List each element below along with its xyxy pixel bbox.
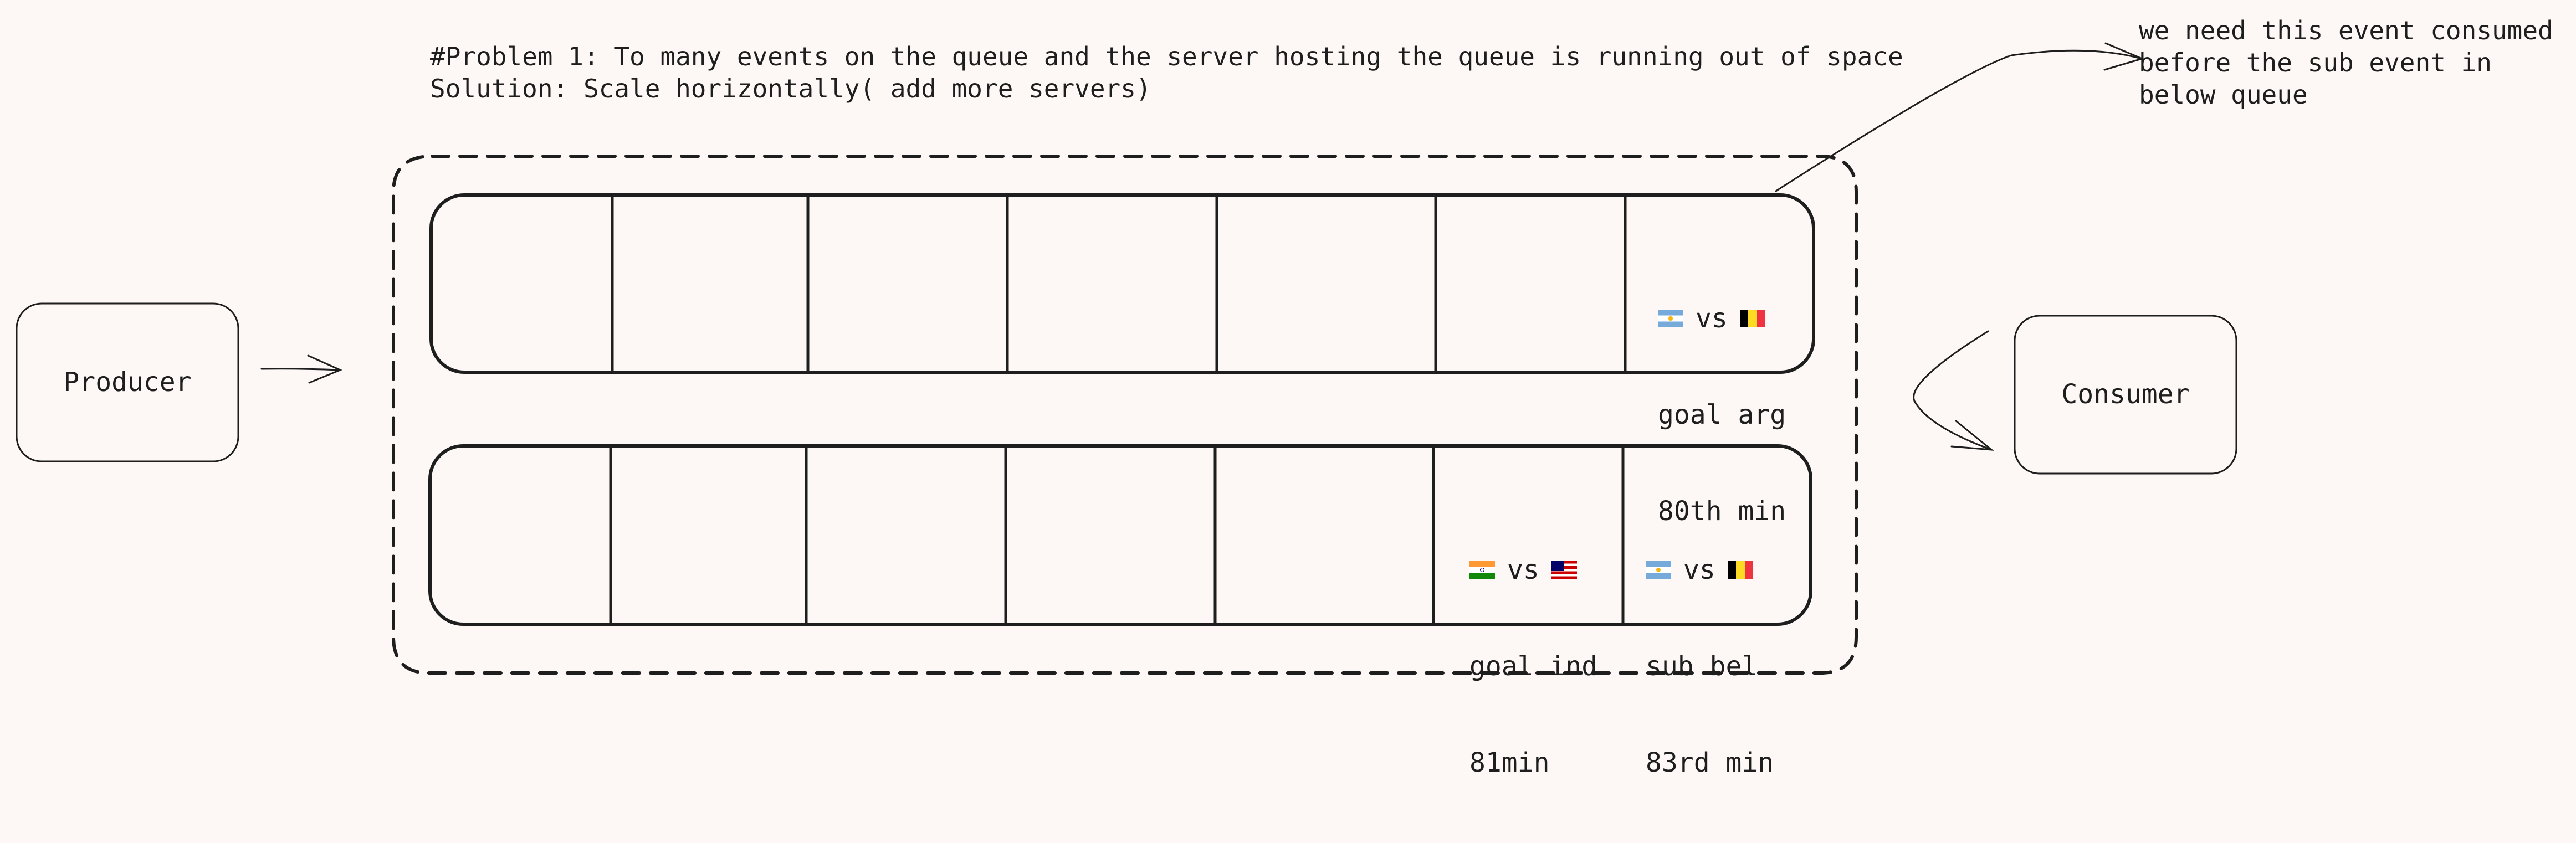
consumer-arrow [1913, 330, 1994, 451]
consumer-label: Consumer [2061, 379, 2190, 410]
consumer-box[interactable] [2014, 315, 2237, 475]
diagram-canvas: #Problem 1: To many events on the queue … [16, 14, 2553, 778]
queue-2-event-goal-ind[interactable]: vs goal ind 81min [1469, 490, 1597, 843]
event-line: 81min [1469, 747, 1550, 778]
queue-2 [428, 444, 1812, 626]
diagram-lines [16, 42, 2237, 675]
annotation-note: we need this event consumed before the s… [2139, 14, 2553, 111]
malaysia-flag-icon [1551, 561, 1577, 579]
solution-statement: Solution: Scale horizontally( add more s… [430, 74, 1151, 104]
vs-label: vs [1507, 554, 1539, 585]
queue-1-event-goal-arg[interactable]: vs goal arg 80th min [1658, 238, 1786, 592]
match-row: vs [1469, 554, 1597, 586]
match-row: vs [1658, 302, 1786, 335]
producer-label: Producer [63, 367, 192, 398]
server-cluster-boundary [392, 155, 1858, 675]
annotation-arrow [1775, 42, 2145, 192]
annotation-line: below queue [2139, 80, 2308, 110]
producer-box[interactable] [16, 302, 239, 462]
belgium-flag-icon [1739, 310, 1765, 327]
annotation-line: we need this event consumed [2139, 16, 2553, 45]
belgium-flag-icon [1727, 561, 1753, 579]
india-flag-icon [1469, 561, 1495, 579]
queue-1 [429, 193, 1815, 374]
queue-2-event-sub-bel[interactable]: vs sub bel 83rd min [1646, 490, 1774, 843]
annotation-line: before the sub event in [2139, 48, 2492, 78]
problem-statement: #Problem 1: To many events on the queue … [430, 42, 1903, 71]
vs-label: vs [1696, 303, 1728, 334]
event-line: goal ind [1469, 651, 1598, 682]
event-line: 83rd min [1646, 747, 1774, 778]
vs-label: vs [1683, 554, 1715, 585]
event-line: sub bel [1646, 651, 1758, 682]
event-line: 80th min [1658, 496, 1786, 527]
event-line: goal arg [1658, 399, 1786, 430]
match-row: vs [1646, 554, 1774, 586]
argentina-flag-icon [1646, 561, 1671, 579]
producer-arrow [260, 354, 342, 384]
argentina-flag-icon [1658, 310, 1683, 327]
